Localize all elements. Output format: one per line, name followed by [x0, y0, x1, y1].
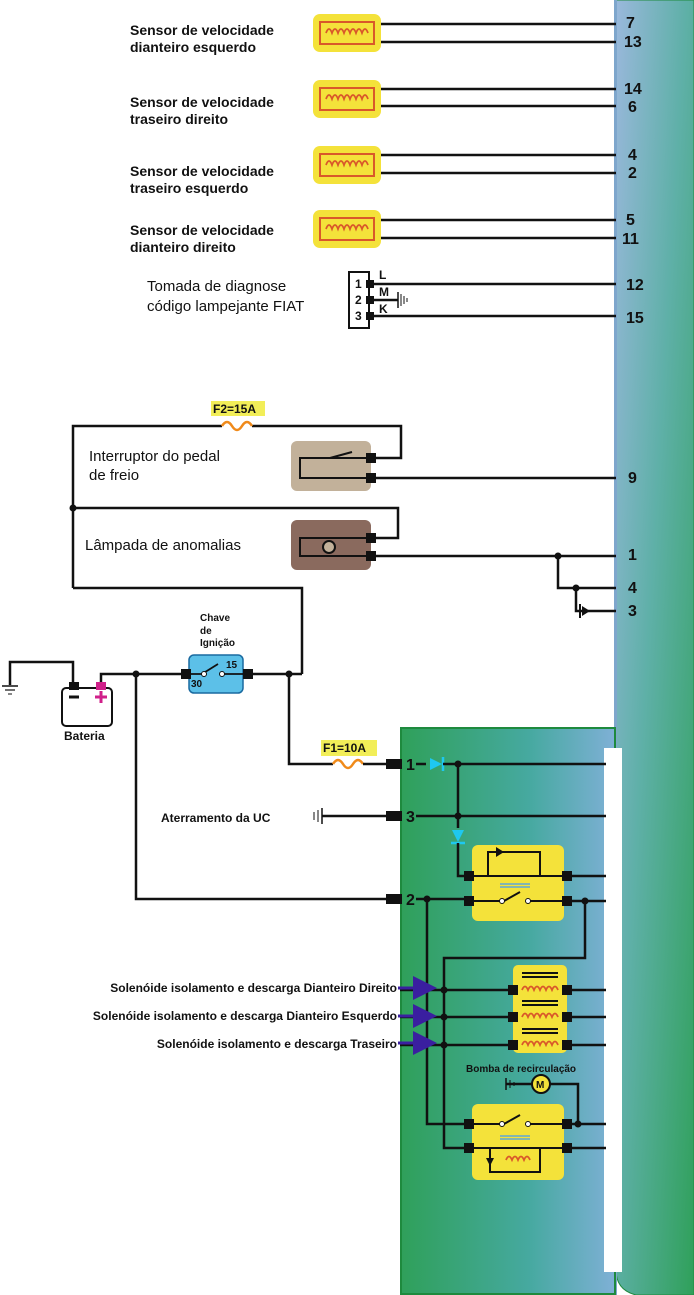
- diag-letter-m: M: [379, 285, 389, 299]
- fuse-f2: [220, 420, 254, 432]
- module-connector-strip: [604, 748, 622, 1272]
- sensor-2: [313, 80, 616, 118]
- ecu-pin-15: 15: [626, 310, 644, 327]
- fuse-f2-label-bg: [211, 401, 265, 416]
- sensor-4-label: Sensor de velocidade: [130, 222, 274, 238]
- solenoid-label-2: Solenóide isolamento e descarga Dianteir…: [93, 1009, 397, 1023]
- brake-label-2: de freio: [89, 467, 139, 484]
- ignition-label-2: de: [200, 626, 212, 637]
- diag-pin-3: 3: [355, 309, 362, 323]
- ecu-pin-3: 3: [628, 603, 637, 620]
- ecu-pin-13: 13: [624, 34, 642, 51]
- ecu-pin-7: 7: [626, 15, 635, 32]
- sensor-1-label: Sensor de velocidade: [130, 22, 274, 38]
- ecu-pin-12: 12: [626, 277, 644, 294]
- sensor-4: [313, 210, 616, 248]
- diag-letter-k: K: [379, 302, 388, 316]
- diag-pin-2: 2: [355, 293, 362, 307]
- ecu-body: [615, 0, 694, 1295]
- relay-1: [464, 845, 572, 921]
- ignition-label: Chave: [200, 613, 230, 624]
- sensor-2-label-2: traseiro direito: [130, 111, 228, 127]
- sensor-3-label: Sensor de velocidade: [130, 163, 274, 179]
- fuse-f2-label: F2=15A: [213, 402, 256, 416]
- fuse-f1: [331, 758, 365, 770]
- ecu-edge: [614, 0, 617, 1295]
- solenoid-valves: [508, 965, 572, 1053]
- diag-connector: [348, 271, 616, 329]
- sensor-1-label-2: dianteiro esquerdo: [130, 39, 256, 55]
- battery-label: Bateria: [64, 729, 105, 743]
- hydraulic-module: [400, 727, 616, 1295]
- ecu-pin-9: 9: [628, 470, 637, 487]
- ecu-pin-4b: 4: [628, 580, 637, 597]
- diag-letter-l: L: [379, 268, 386, 282]
- solenoid-label-1: Solenóide isolamento e descarga Dianteir…: [110, 981, 397, 995]
- diag-label-2: código lampejante FIAT: [147, 298, 304, 315]
- ignition-terminal-15: 15: [226, 660, 238, 671]
- sensor-2-label: Sensor de velocidade: [130, 94, 274, 110]
- module-pin-3: 3: [406, 809, 415, 826]
- ecu-pin-2a: 2: [628, 165, 637, 182]
- ecu-pin-14: 14: [624, 81, 642, 98]
- battery: [2, 660, 183, 727]
- diag-pin-1: 1: [355, 277, 362, 291]
- ground-uc-label: Aterramento da UC: [161, 811, 271, 825]
- module-pin-2: 2: [406, 892, 415, 909]
- relay-2: [464, 1104, 572, 1180]
- brake-label: Interruptor do pedal: [89, 448, 220, 465]
- warning-lamp: [291, 520, 616, 618]
- ignition-label-3: Ignição: [200, 638, 235, 649]
- sensor-3-label-2: traseiro esquerdo: [130, 180, 248, 196]
- ecu-pin-4a: 4: [628, 147, 637, 164]
- sensor-4-label-2: dianteiro direito: [130, 239, 236, 255]
- ecu-pin-11: 11: [622, 231, 639, 248]
- pump-motor-symbol: M: [536, 1080, 544, 1091]
- pump-label: Bomba de recirculação: [466, 1064, 576, 1075]
- ecu-pin-5: 5: [626, 212, 635, 229]
- lamp-label: Lâmpada de anomalias: [85, 537, 241, 554]
- module-pin-1: 1: [406, 757, 415, 774]
- diag-label: Tomada de diagnose: [147, 278, 286, 295]
- ecu-pin-6: 6: [628, 99, 637, 116]
- fuse-f1-label: F1=10A: [323, 741, 366, 755]
- brake-switch: [291, 441, 616, 491]
- ignition-switch: [132, 654, 333, 766]
- solenoid-label-3: Solenóide isolamento e descarga Traseiro: [157, 1037, 397, 1051]
- sensor-1: [313, 14, 616, 52]
- ecu-pin-1: 1: [628, 547, 637, 564]
- fuse-f1-label-bg: [321, 740, 377, 756]
- sensor-3: [313, 146, 616, 184]
- ignition-terminal-30: 30: [191, 679, 203, 690]
